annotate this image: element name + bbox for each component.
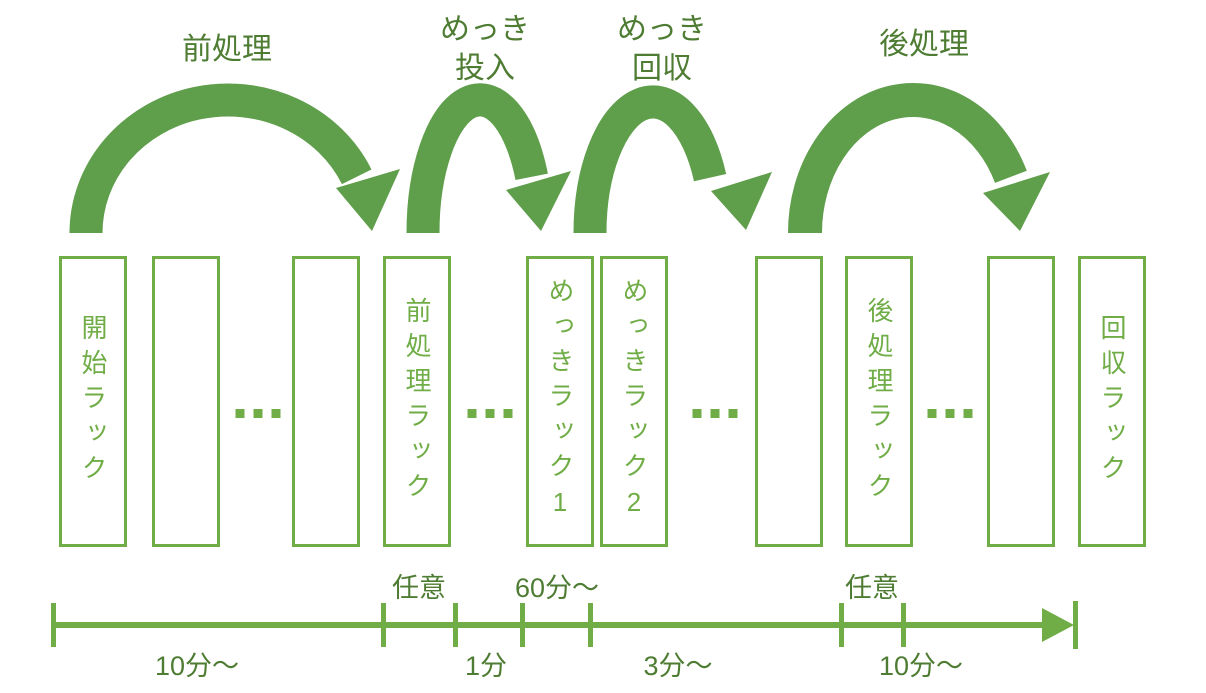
rack-box-5: めっきラック1 <box>526 256 594 547</box>
timeline-tick <box>381 603 386 647</box>
rack-box-7 <box>755 256 823 547</box>
dot-icon <box>485 409 495 418</box>
rack-box-8: 後処理ラック <box>845 256 913 547</box>
timeline-label-above: 60分〜 <box>514 573 600 603</box>
dot-icon <box>963 409 973 418</box>
dot-icon <box>235 409 245 418</box>
arch-arrow-4 <box>788 82 1027 234</box>
arch-label-1: 前処理 <box>182 33 272 66</box>
timeline-end-bar <box>1073 601 1078 649</box>
timeline-tick <box>453 603 458 647</box>
rack-label: めっきラック2 <box>619 277 649 526</box>
timeline-tick <box>901 603 906 647</box>
rack-box-6: めっきラック2 <box>600 256 668 547</box>
rack-label: 前処理ラック <box>402 296 432 507</box>
dot-icon <box>271 409 281 418</box>
timeline-axis <box>53 622 1043 628</box>
timeline-tick <box>839 603 844 647</box>
arch-label-4: 後処理 <box>879 28 969 61</box>
rack-box-3 <box>292 256 360 547</box>
timeline-label-above: 任意 <box>392 573 446 603</box>
arch-arrow-2 <box>406 83 548 234</box>
dot-icon <box>692 409 702 418</box>
arch-label-3: めっき 回収 <box>617 13 707 85</box>
dot-icon <box>927 409 937 418</box>
dot-icon <box>728 409 738 418</box>
rack-box-10: 回収ラック <box>1078 256 1146 547</box>
dot-icon <box>945 409 955 418</box>
rack-label: めっきラック1 <box>545 277 575 526</box>
arch-label-2: めっき 投入 <box>440 13 530 85</box>
timeline-label-below: 10分〜 <box>154 651 240 681</box>
timeline-tick <box>520 603 525 647</box>
arch-arrowhead-icon-2 <box>506 171 571 231</box>
ellipsis-dots <box>927 409 973 418</box>
rack-label: 回収ラック <box>1097 314 1127 489</box>
arch-arrow-1 <box>69 83 372 234</box>
ellipsis-dots <box>235 409 281 418</box>
rack-label: 後処理ラック <box>864 296 894 507</box>
arches-layer <box>69 82 1050 234</box>
timeline-label-above: 任意 <box>845 573 899 603</box>
arch-arrowhead-icon-4 <box>983 172 1050 231</box>
ellipsis-dots <box>467 409 513 418</box>
timeline-arrowhead-icon <box>1042 608 1074 642</box>
ellipsis-dots <box>692 409 738 418</box>
rack-box-2 <box>152 256 220 547</box>
rack-label: 開始ラック <box>78 314 108 489</box>
arch-arrow-3 <box>573 85 727 234</box>
arch-arrowhead-icon-1 <box>336 169 400 231</box>
timeline-label-below: 10分〜 <box>878 651 964 681</box>
timeline-tick <box>588 603 593 647</box>
dot-icon <box>467 409 477 418</box>
rack-box-4: 前処理ラック <box>383 256 451 547</box>
dot-icon <box>710 409 720 418</box>
dot-icon <box>503 409 513 418</box>
rack-box-9 <box>987 256 1055 547</box>
timeline-tick <box>51 603 56 647</box>
timeline-label-below: 3分〜 <box>643 651 713 681</box>
arch-arrowhead-icon-3 <box>711 172 772 230</box>
dot-icon <box>253 409 263 418</box>
rack-box-1: 開始ラック <box>59 256 127 547</box>
timeline-label-below: 1分 <box>464 651 508 681</box>
